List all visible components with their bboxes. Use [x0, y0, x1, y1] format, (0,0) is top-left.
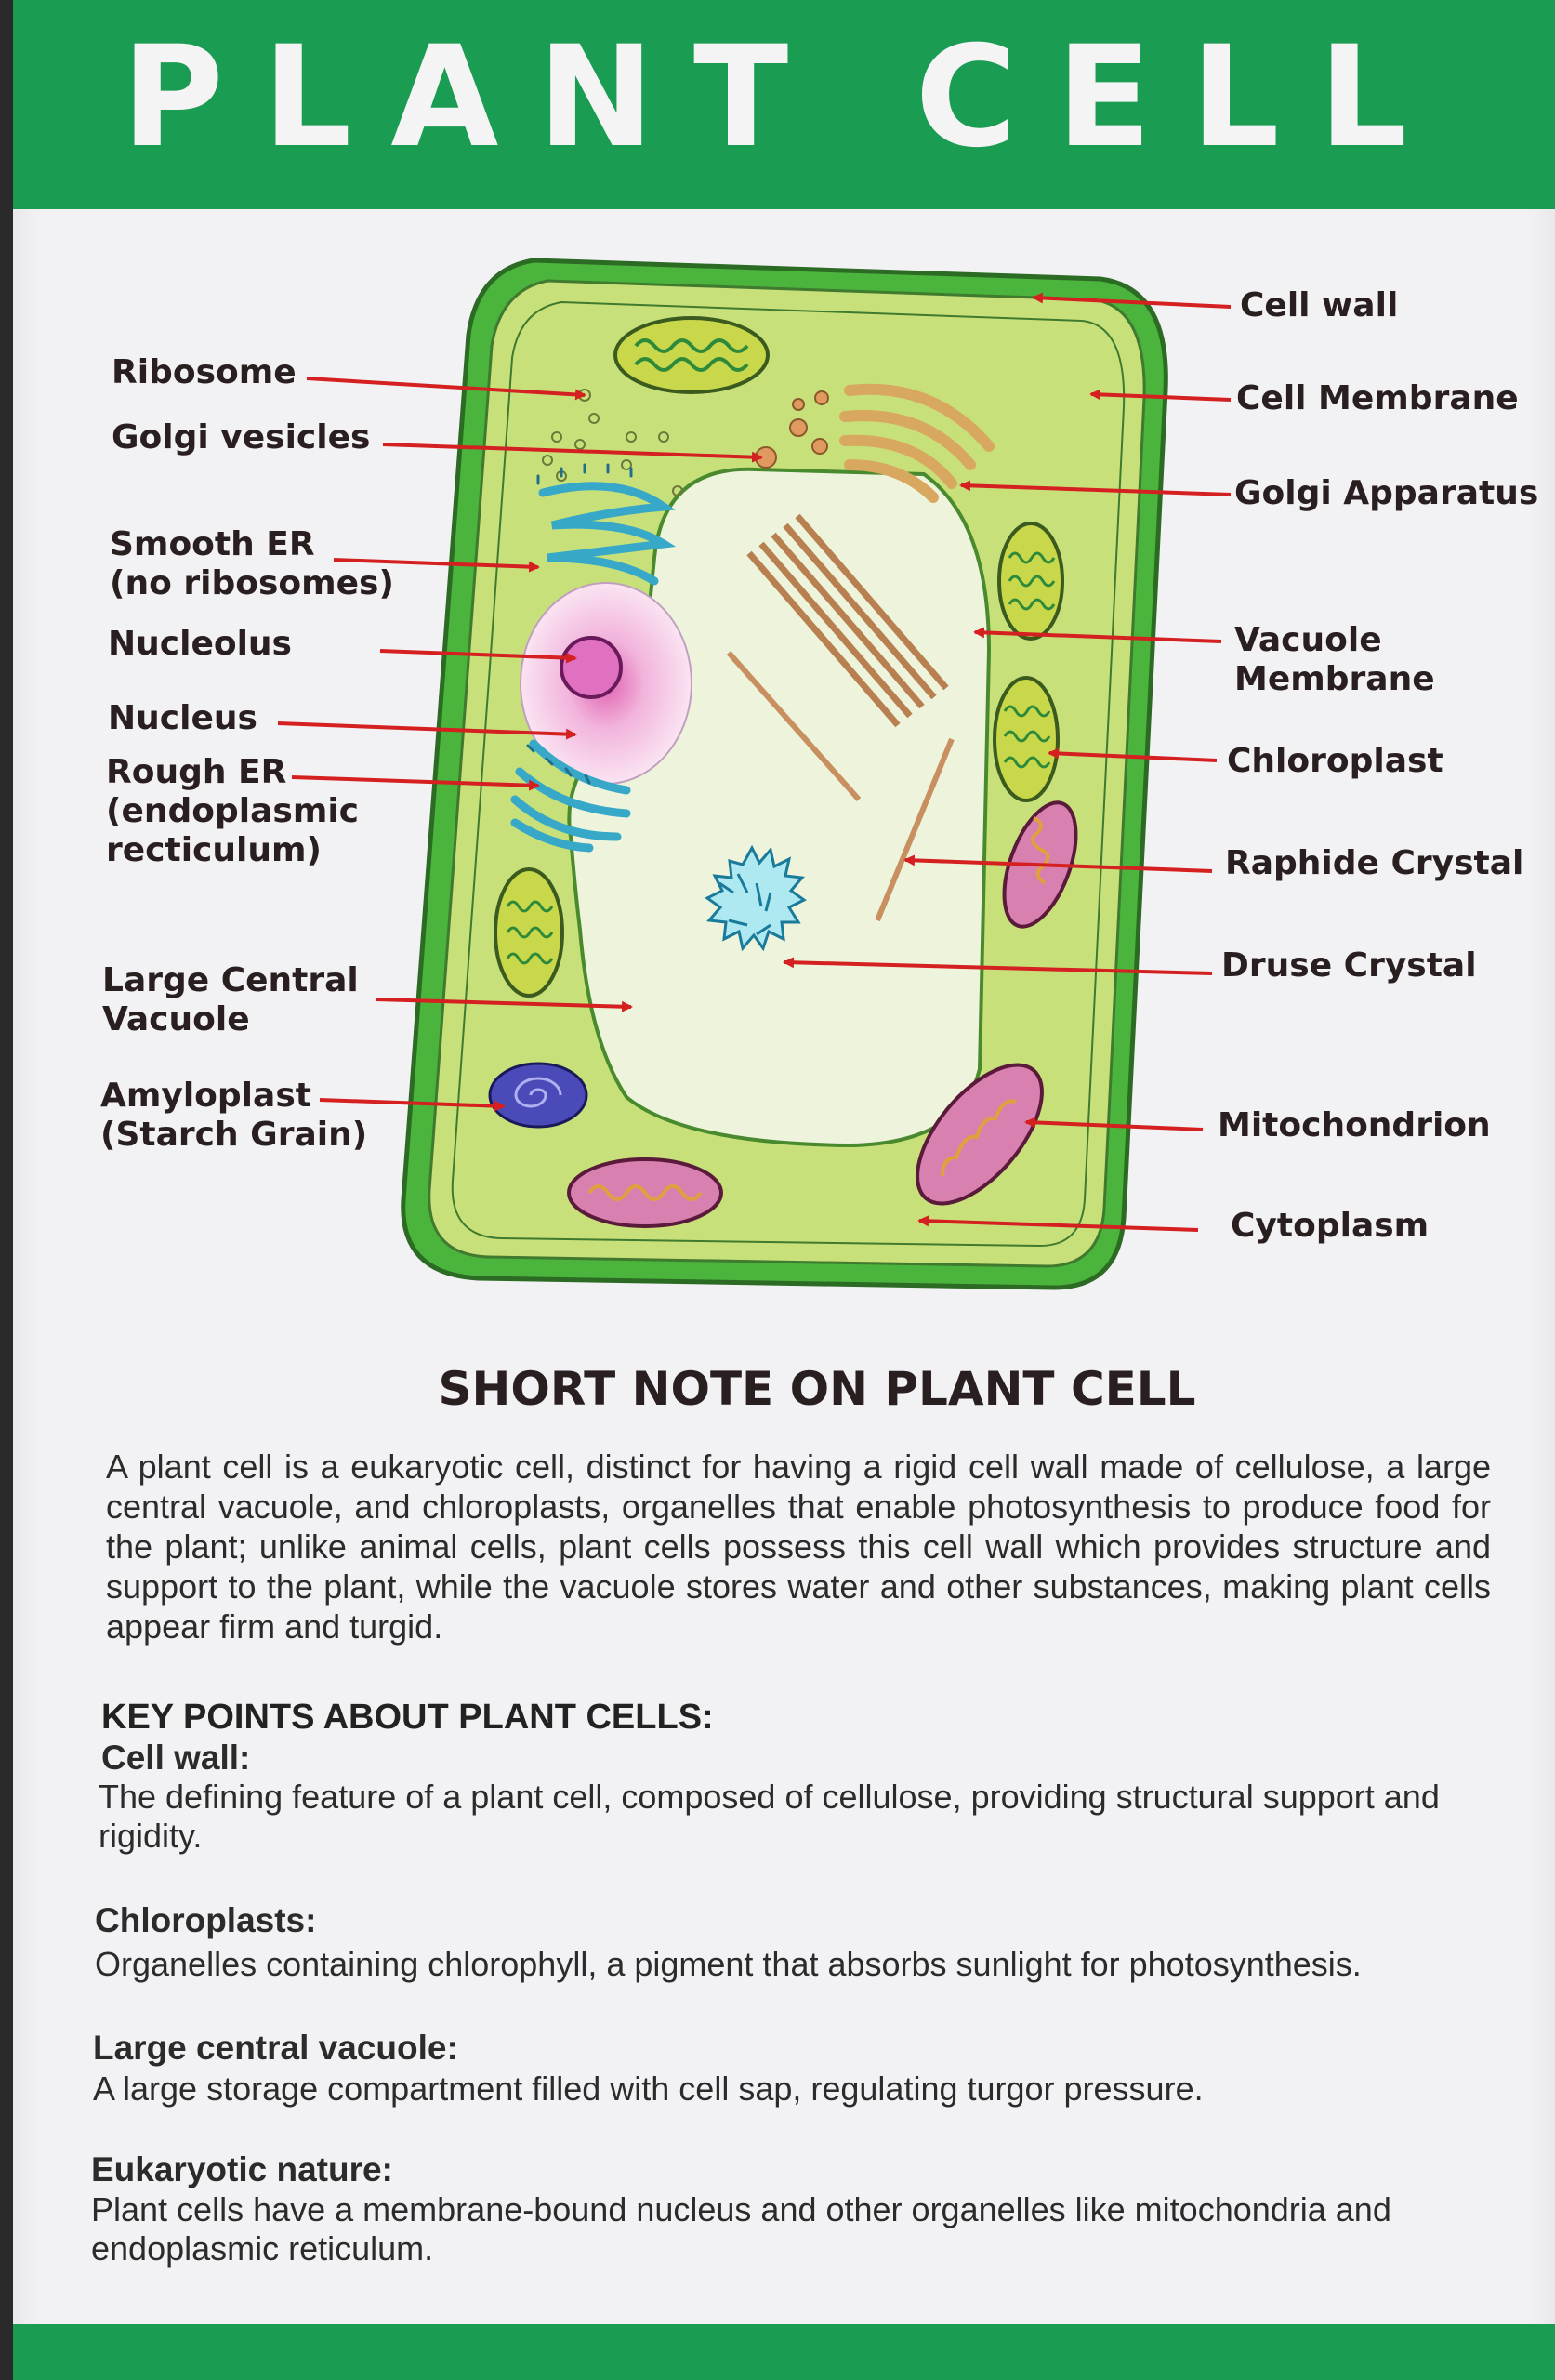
point-body-vacuole: A large storage compartment filled with …: [93, 2069, 1204, 2108]
poster: PLANT CELL: [13, 0, 1555, 2380]
chloroplast-top: [613, 316, 770, 394]
rough-er: [510, 739, 631, 853]
note-intro: A plant cell is a eukaryotic cell, disti…: [106, 1448, 1491, 1646]
chloroplast-right-1: [997, 522, 1064, 641]
label-chloroplast: Chloroplast: [1227, 742, 1443, 780]
golgi-apparatus: [839, 383, 995, 503]
nucleolus: [560, 636, 623, 699]
chloroplast-right-2: [993, 676, 1060, 802]
point-title-cell-wall: Cell wall:: [101, 1739, 251, 1777]
plant-cell-diagram: [277, 258, 1232, 1290]
point-title-eukaryotic: Eukaryotic nature:: [91, 2150, 393, 2188]
point-body-eukaryotic: Plant cells have a membrane-bound nucleu…: [91, 2190, 1391, 2268]
bottom-band: [13, 2324, 1555, 2380]
cell-membrane-shape: [451, 300, 1126, 1248]
label-amyloplast: Amyloplast (Starch Grain): [100, 1077, 368, 1154]
label-mitochondrion: Mitochondrion: [1218, 1106, 1491, 1144]
point-title-vacuole: Large central vacuole:: [93, 2029, 458, 2067]
label-nucleolus: Nucleolus: [108, 625, 292, 663]
mitochondrion-right-lower: [916, 1063, 1044, 1206]
key-points-heading: KEY POINTS ABOUT PLANT CELLS:: [101, 1698, 714, 1737]
chloroplast-left: [494, 867, 564, 998]
title-band: PLANT CELL: [13, 0, 1555, 209]
point-body-cell-wall: The defining feature of a plant cell, co…: [99, 1778, 1440, 1855]
label-cytoplasm: Cytoplasm: [1231, 1207, 1430, 1245]
mitochondrion-bottom: [567, 1157, 723, 1228]
label-rough-er: Rough ER (endoplasmic recticulum): [106, 753, 360, 869]
label-golgi-apparatus: Golgi Apparatus: [1234, 474, 1539, 512]
label-cell-wall: Cell wall: [1240, 286, 1399, 324]
raphide-crystal-bundle: [726, 513, 955, 922]
label-ribosome: Ribosome: [112, 353, 297, 391]
label-cell-membrane: Cell Membrane: [1236, 379, 1519, 417]
point-body-chloroplasts: Organelles containing chlorophyll, a pig…: [95, 1945, 1362, 1983]
point-title-chloroplasts: Chloroplasts:: [95, 1901, 317, 1939]
label-large-central-vacuole: Large Central Vacuole: [102, 961, 359, 1038]
label-vacuole-membrane: Vacuole Membrane: [1234, 621, 1435, 698]
note-title: SHORT NOTE ON PLANT CELL: [438, 1362, 1196, 1416]
label-nucleus: Nucleus: [108, 699, 257, 737]
label-raphide-crystal: Raphide Crystal: [1225, 844, 1524, 882]
poster-title: PLANT CELL: [121, 17, 1447, 178]
label-golgi-vesicles: Golgi vesicles: [112, 418, 371, 456]
amyloplast: [488, 1062, 588, 1129]
label-smooth-er: Smooth ER (no ribosomes): [110, 525, 394, 602]
druse-crystal: [705, 844, 807, 952]
label-druse-crystal: Druse Crystal: [1221, 946, 1477, 985]
label-arrows: [277, 292, 1232, 1232]
smooth-er: [536, 463, 677, 586]
